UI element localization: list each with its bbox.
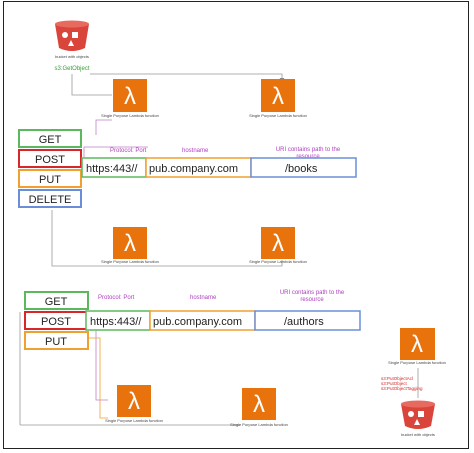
connector-bucket-lambda [71, 74, 112, 96]
lambda-icon-bottom-1: λ [117, 385, 151, 417]
s3-action-bottom-3: s3:PutObjectTagging [381, 386, 423, 391]
svg-text:λ: λ [128, 388, 140, 415]
url-host-bottom: pub.company.com [153, 316, 242, 328]
url-path-bottom: /authors [284, 316, 324, 328]
svg-text:λ: λ [124, 230, 136, 257]
protocol-label-top: Protocol: Port [110, 148, 147, 154]
svg-text:λ: λ [124, 83, 136, 110]
svg-text:GET: GET [45, 296, 68, 308]
lambda-caption-2: Single Purpose Lambda function [249, 113, 307, 118]
lambda-icon-bottom-right: λ [400, 328, 435, 360]
svg-text:POST: POST [41, 316, 71, 328]
svg-text:λ: λ [272, 230, 284, 257]
s3-action-bottom-2: s3:PutObject [381, 381, 408, 386]
method-post-bottom[interactable]: POST [24, 311, 89, 330]
url-host-top: pub.company.com [149, 163, 238, 175]
url-path-box-bottom [254, 310, 361, 331]
method-get-top[interactable]: GET [18, 129, 82, 148]
s3-action-bottom-1: s3:PutObjectAcl [381, 376, 413, 381]
svg-text:PUT: PUT [39, 174, 61, 186]
svg-text:PUT: PUT [45, 336, 67, 348]
lambda-icon-4: λ [261, 227, 295, 259]
path-label-bottom-2: resource [300, 297, 324, 303]
s3-bucket-icon-top [55, 20, 89, 51]
svg-text:GET: GET [39, 134, 62, 146]
method-delete-top[interactable]: DELETE [18, 189, 82, 208]
connector-post-bottom [95, 312, 108, 401]
url-path-box-top [250, 157, 357, 178]
connector-get-lambda [95, 119, 112, 135]
method-put-top[interactable]: PUT [18, 169, 82, 188]
lambda-caption-bottom-1: Single Purpose Lambda function [105, 418, 163, 423]
lambda-icon-2: λ [261, 79, 295, 112]
s3-action-top: s3:GetObject [54, 66, 89, 72]
connector-delete-lambda [51, 210, 283, 267]
hostname-label-bottom: hostname [190, 295, 217, 301]
path-label-top-2: resource [296, 154, 320, 160]
lambda-icon-3: λ [113, 227, 147, 259]
lambda-caption-bottom-right: Single Purpose Lambda function [388, 360, 446, 365]
hostname-label-top: hostname [182, 148, 209, 154]
svg-text:λ: λ [411, 331, 423, 358]
s3-bucket-icon-bottom [401, 400, 435, 429]
lambda-caption-3: Single Purpose Lambda function [101, 259, 159, 264]
lambda-icon-bottom-2: λ [242, 388, 276, 420]
method-get-bottom[interactable]: GET [24, 291, 89, 310]
connector-post-lambda [83, 146, 148, 157]
lambda-caption-1: Single Purpose Lambda function [101, 113, 159, 118]
lambda-icon-1: λ [113, 79, 147, 112]
svg-text:POST: POST [35, 154, 65, 166]
method-put-bottom[interactable]: PUT [24, 331, 89, 350]
url-path-top: /books [285, 163, 318, 175]
path-label-bottom-1: URI contains path to the [280, 290, 345, 296]
protocol-label-bottom: Protocol: Port [98, 295, 135, 301]
path-label-top-1: URI contains path to the [276, 147, 341, 153]
url-protocol-bottom: https:443// [90, 316, 142, 328]
url-protocol-top: https:443// [86, 163, 138, 175]
method-post-top[interactable]: POST [18, 149, 82, 168]
bucket-caption-bottom: bucket with objects [401, 432, 435, 437]
diagram-frame [3, 1, 469, 449]
svg-text:λ: λ [253, 391, 265, 418]
lambda-caption-4: Single Purpose Lambda function [249, 259, 307, 264]
svg-text:λ: λ [272, 83, 284, 110]
bucket-caption-top: bucket with objects [55, 54, 89, 59]
svg-text:DELETE: DELETE [29, 194, 72, 206]
connector-put-bottom [88, 337, 108, 419]
lambda-caption-bottom-2: Single Purpose Lambda function [230, 422, 288, 427]
